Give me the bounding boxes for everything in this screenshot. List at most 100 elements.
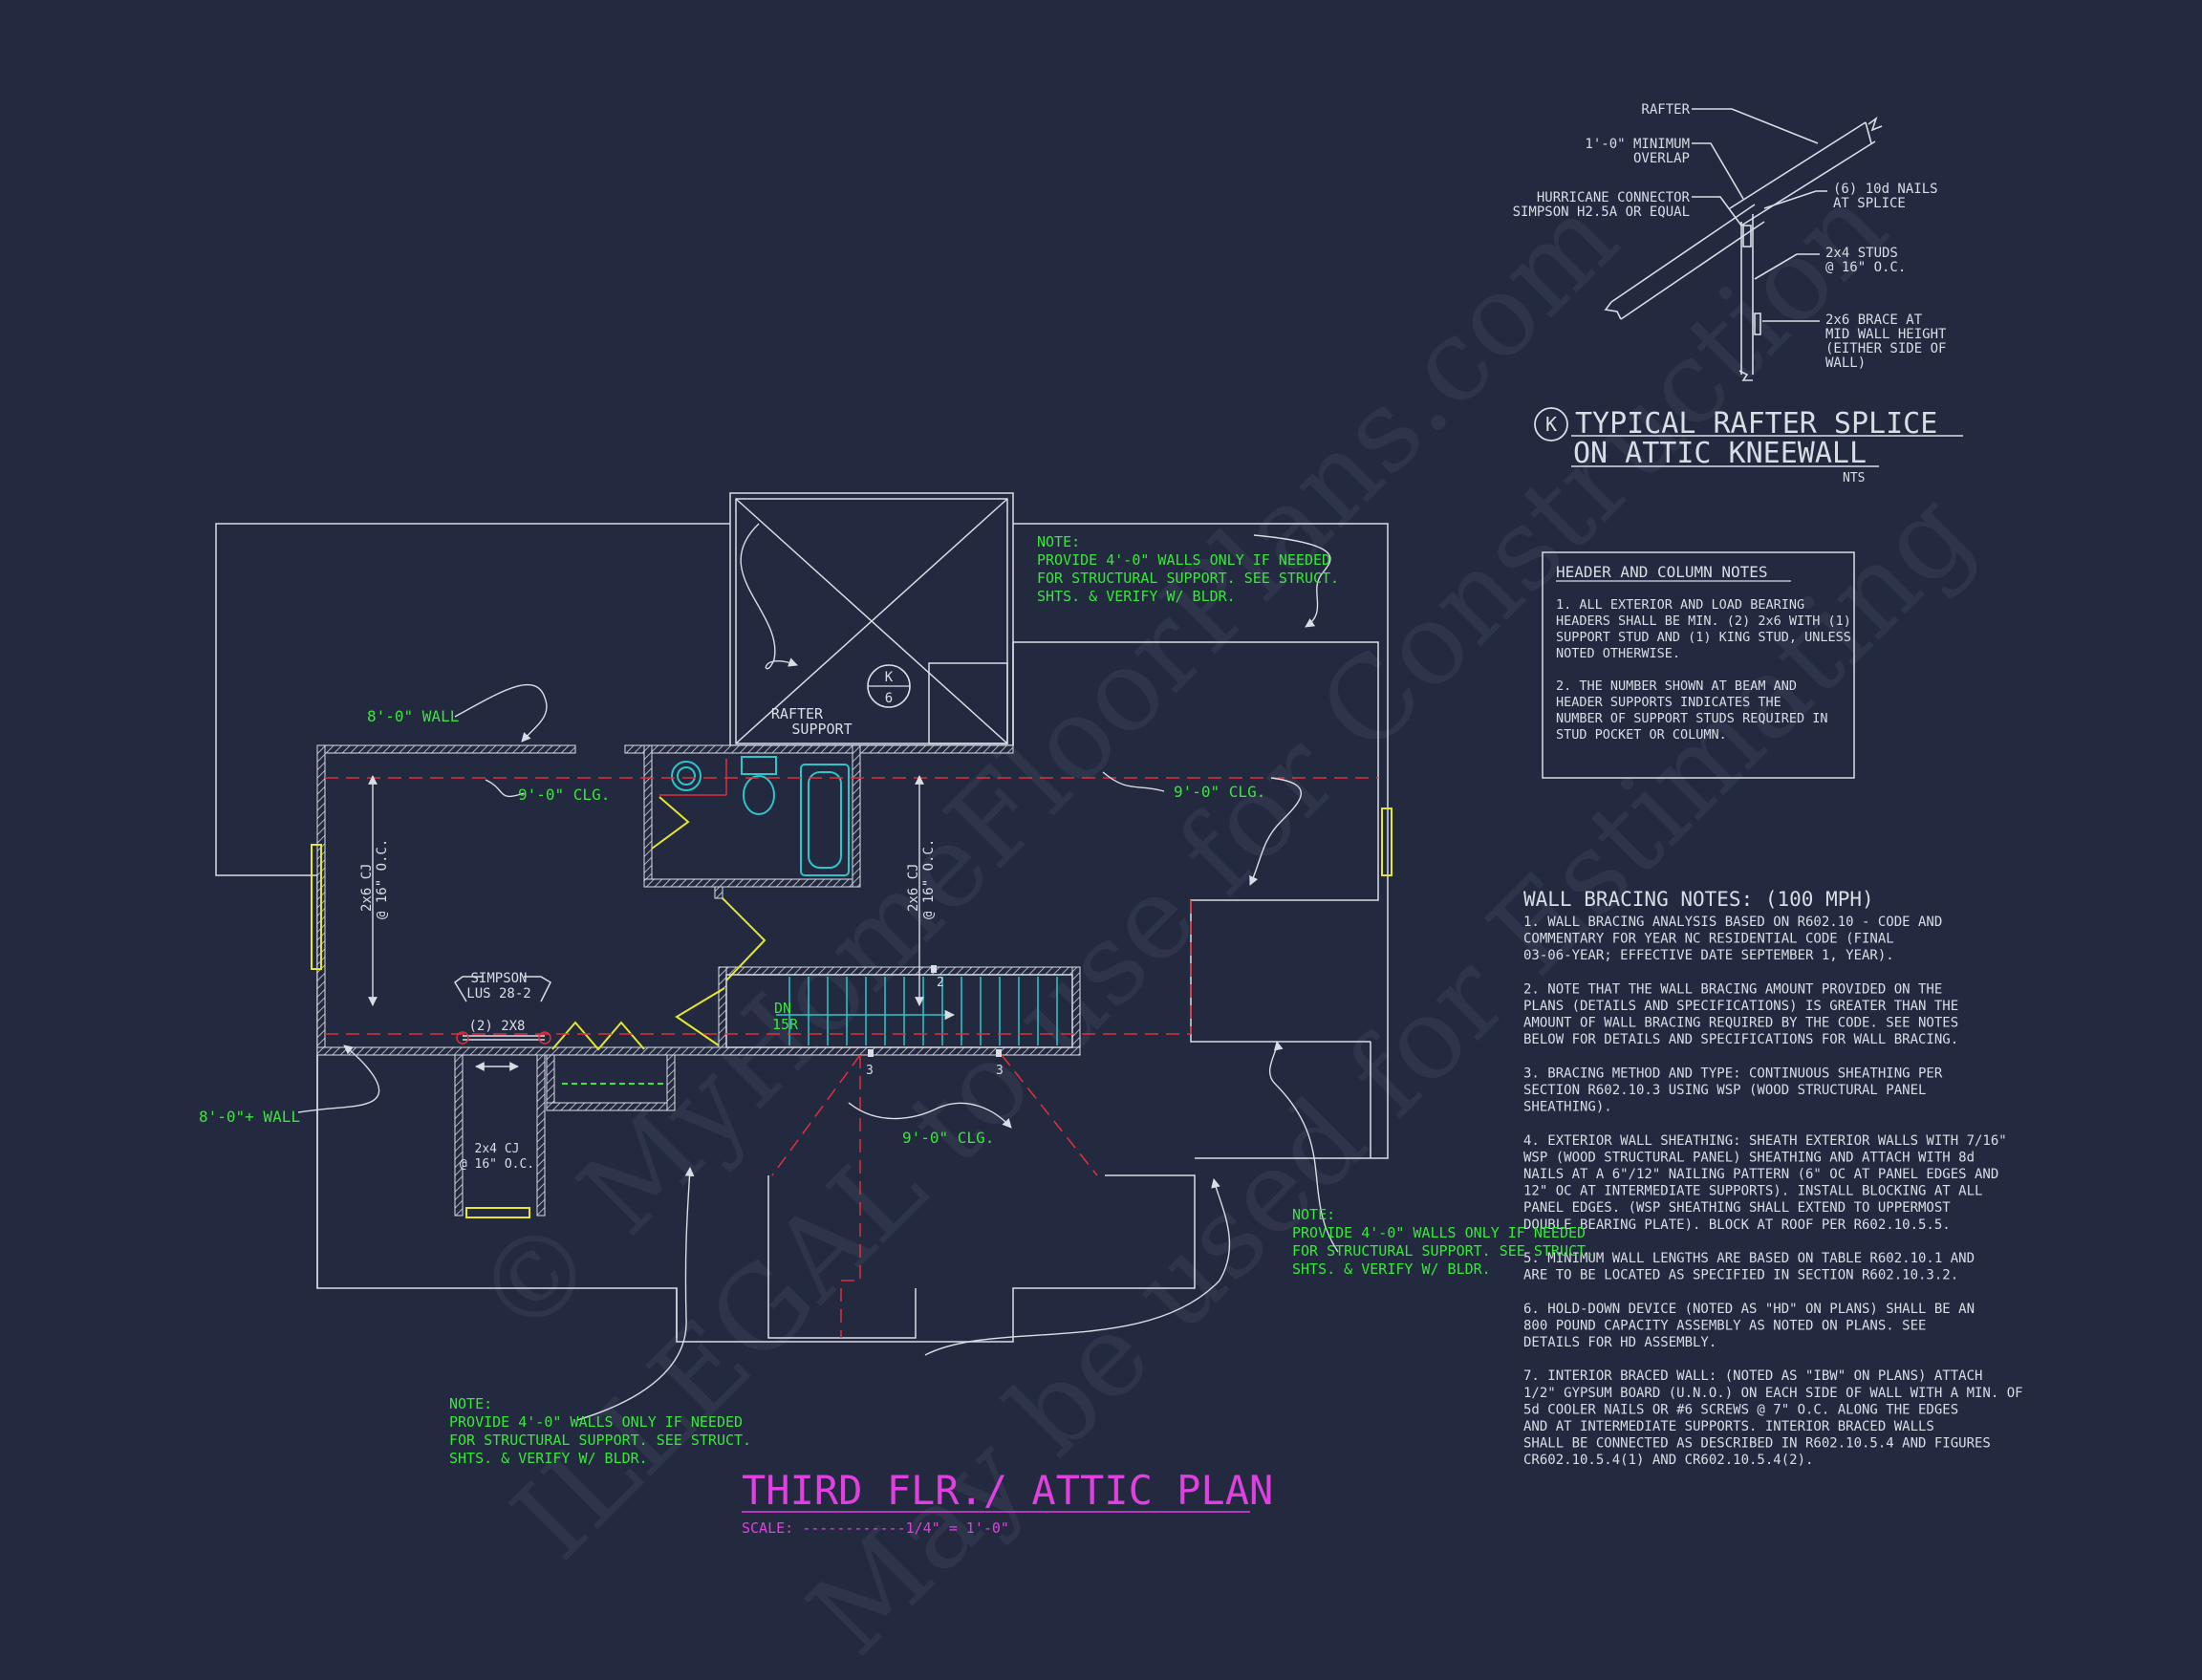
joist-labels: 2x6 CJ @ 16" O.C. 2x6 CJ @ 16" O.C.	[359, 839, 937, 919]
note-top-line-3: SHTS. & VERIFY W/ BLDR.	[1037, 588, 1236, 605]
bracing-notes-line-16: 12" OC AT INTERMEDIATE SUPPORTS). INSTAL…	[1523, 1184, 1982, 1199]
bracing-notes-line-13: 4. EXTERIOR WALL SHEATHING: SHEATH EXTER…	[1523, 1133, 2007, 1149]
wall-label-left: 8'-0"+ WALL	[199, 1108, 300, 1126]
bracing-notes-line-1: COMMENTARY FOR YEAR NC RESIDENTIAL CODE …	[1523, 932, 1894, 947]
stud-count-2: 2	[937, 976, 944, 990]
header-notes-line-1: HEADERS SHALL BE MIN. (2) 2x6 WITH (1)	[1556, 614, 1851, 629]
stair-label-dn: DN	[774, 1000, 791, 1017]
beam-label: (2) 2X8	[468, 1019, 525, 1034]
note-top-title: NOTE:	[1037, 533, 1080, 550]
rafter-support-label-2: SUPPORT	[791, 721, 852, 738]
bracing-notes-line-6: AMOUNT OF WALL BRACING REQUIRED BY THE C…	[1523, 1016, 1958, 1031]
stud-count-3b: 3	[996, 1064, 1004, 1078]
rafter-support-label-1: RAFTER	[771, 705, 824, 722]
note-bottom: NOTE: PROVIDE 4'-0" WALLS ONLY IF NEEDED…	[449, 1395, 751, 1467]
bracing-notes-line-27: 7. INTERIOR BRACED WALL: (NOTED AS "IBW"…	[1523, 1368, 1982, 1384]
label-hurricane-2: SIMPSON H2.5A OR EQUAL	[1513, 205, 1690, 220]
note-bottom-line-3: SHTS. & VERIFY W/ BLDR.	[449, 1450, 648, 1467]
label-overlap-1: 1'-0" MINIMUM	[1585, 137, 1690, 152]
header-notes-line-8: STUD POCKET OR COLUMN.	[1556, 727, 1727, 743]
simpson-label-2: LUS 28-2	[466, 986, 530, 1002]
rafter-splice-labels: RAFTER 1'-0" MINIMUM OVERLAP HURRICANE C…	[1513, 102, 1947, 371]
bracing-notes-line-25: DETAILS FOR HD ASSEMBLY.	[1523, 1335, 1716, 1350]
joist-arrows	[368, 775, 924, 1071]
bracing-notes-line-0: 1. WALL BRACING ANALYSIS BASED ON R602.1…	[1523, 915, 1942, 930]
bracing-notes-line-11: SHEATHING).	[1523, 1100, 1612, 1115]
bracing-notes-line-23: 6. HOLD-DOWN DEVICE (NOTED AS "HD" ON PL…	[1523, 1302, 1975, 1317]
toilet-bowl-icon	[743, 775, 775, 815]
detail-title-line-2: ON ATTIC KNEEWALL	[1573, 437, 1867, 470]
label-nails-1: (6) 10d NAILS	[1833, 182, 1938, 197]
floor-plan	[215, 492, 1389, 1343]
toilet-tank-icon	[741, 756, 777, 775]
bracing-notes-title: WALL BRACING NOTES: (100 MPH)	[1523, 888, 1874, 911]
plan-title: THIRD FLR./ ATTIC PLAN SCALE: ----------…	[742, 1467, 1273, 1537]
plan-title-text: THIRD FLR./ ATTIC PLAN	[742, 1467, 1273, 1514]
sink-icon	[671, 761, 702, 791]
header-notes-line-2: SUPPORT STUD AND (1) KING STUD, UNLESS	[1556, 630, 1851, 645]
stud-count-3a: 3	[866, 1064, 874, 1078]
clg-label-right: 9'-0" CLG.	[1174, 783, 1265, 801]
bracing-notes-line-29: 5d COOLER NAILS OR #6 SCREWS @ 7" O.C. A…	[1523, 1402, 1958, 1417]
beam	[454, 976, 551, 1045]
note-top-line-2: FOR STRUCTURAL SUPPORT. SEE STRUCT.	[1037, 570, 1339, 587]
detail-title: K TYPICAL RAFTER SPLICE ON ATTIC KNEEWAL…	[1534, 407, 1963, 485]
header-notes-line-6: HEADER SUPPORTS INDICATES THE	[1556, 695, 1781, 710]
label-brace-4: WALL)	[1825, 355, 1866, 371]
leader-lines	[297, 523, 1339, 1421]
small-cj-label-2: @ 16" O.C.	[460, 1157, 534, 1172]
note-right-title: NOTE:	[1292, 1206, 1335, 1223]
note-top-line-1: PROVIDE 4'-0" WALLS ONLY IF NEEDED	[1037, 551, 1330, 569]
bracing-notes-line-2: 03-06-YEAR; EFFECTIVE DATE SEPTEMBER 1, …	[1523, 948, 1894, 963]
bracing-notes-line-9: 3. BRACING METHOD AND TYPE: CONTINUOUS S…	[1523, 1066, 1943, 1081]
cj-right-label-2: @ 16" O.C.	[921, 839, 937, 919]
label-nails-2: AT SPLICE	[1833, 196, 1906, 211]
note-right-line-3: SHTS. & VERIFY W/ BLDR.	[1292, 1260, 1491, 1278]
label-overlap-2: OVERLAP	[1633, 151, 1690, 166]
header-notes-line-7: NUMBER OF SUPPORT STUDS REQUIRED IN	[1556, 711, 1827, 726]
bracing-notes-line-30: AND AT INTERMEDIATE SUPPORTS. INTERIOR B…	[1523, 1419, 1934, 1434]
detail-title-line-1: TYPICAL RAFTER SPLICE	[1575, 407, 1937, 441]
label-brace-2: MID WALL HEIGHT	[1825, 327, 1947, 342]
header-column-notes: HEADER AND COLUMN NOTES 1. ALL EXTERIOR …	[1542, 551, 1855, 779]
rafter-splice-detail	[1604, 108, 1883, 381]
header-notes-line-3: NOTED OTHERWISE.	[1556, 646, 1680, 661]
roof-outline-bottom	[316, 875, 1095, 1343]
doors	[311, 796, 1392, 1218]
note-right-line-2: FOR STRUCTURAL SUPPORT. SEE STRUCT.	[1292, 1242, 1594, 1260]
roof-outline-left	[215, 523, 730, 876]
note-bottom-title: NOTE:	[449, 1395, 492, 1412]
bracing-notes-line-10: SECTION R602.10.3 USING WSP (WOOD STRUCT…	[1523, 1083, 1926, 1098]
wall-label-top: 8'-0" WALL	[367, 707, 459, 725]
green-labels: 8'-0" WALL 8'-0"+ WALL 9'-0" CLG. 9'-0" …	[199, 707, 1265, 1147]
bracing-notes-line-5: PLANS (DETAILS AND SPECIFICATIONS) IS GR…	[1523, 999, 1958, 1014]
detail-tag-letter: K	[1545, 413, 1557, 436]
note-bottom-line-1: PROVIDE 4'-0" WALLS ONLY IF NEEDED	[449, 1413, 743, 1431]
bracing-notes-line-32: CR602.10.5.4(1) AND CR602.10.5.4(2).	[1523, 1453, 1813, 1468]
clg-label-bottom: 9'-0" CLG.	[902, 1129, 994, 1147]
detail-scale: NTS	[1843, 471, 1865, 485]
bracing-notes-line-20: 5. MINIMUM WALL LENGTHS ARE BASED ON TAB…	[1523, 1251, 1975, 1266]
cj-left-label-2: @ 16" O.C.	[375, 839, 390, 919]
roof-outline-right	[1013, 523, 1389, 1159]
bracing-notes-line-15: NAILS AT A 6"/12" NAILING PATTERN (6" OC…	[1523, 1167, 1998, 1182]
bracing-notes-line-31: SHALL BE CONNECTED AS DESCRIBED IN R602.…	[1523, 1436, 1991, 1452]
bracing-notes-line-21: ARE TO BE LOCATED AS SPECIFIED IN SECTIO…	[1523, 1268, 1958, 1283]
plan-labels: RAFTER SUPPORT SIMPSON LUS 28-2 (2) 2X8 …	[460, 705, 1004, 1172]
bathtub-icon	[800, 764, 850, 876]
note-right-line-1: PROVIDE 4'-0" WALLS ONLY IF NEEDED	[1292, 1224, 1586, 1241]
bracing-notes-line-4: 2. NOTE THAT THE WALL BRACING AMOUNT PRO…	[1523, 981, 1942, 997]
plan-scale: SCALE: ------------1/4" = 1'-0"	[742, 1519, 1009, 1537]
bracing-notes-line-17: PANEL EDGES. (WSP SHEATHING SHALL EXTEND…	[1523, 1200, 1951, 1216]
label-studs-1: 2x4 STUDS	[1825, 246, 1898, 261]
bracing-notes-line-7: BELOW FOR DETAILS AND SPECIFICATIONS FOR…	[1523, 1032, 1958, 1047]
simpson-label-1: SIMPSON	[470, 971, 527, 986]
label-brace-1: 2x6 BRACE AT	[1825, 312, 1923, 328]
header-notes-title: HEADER AND COLUMN NOTES	[1556, 563, 1768, 581]
cj-right-label-1: 2x6 CJ	[906, 863, 921, 912]
header-notes-line-0: 1. ALL EXTERIOR AND LOAD BEARING	[1556, 597, 1804, 613]
plan-detail-tag-letter: K	[885, 670, 894, 685]
label-brace-3: (EITHER SIDE OF	[1825, 341, 1946, 356]
